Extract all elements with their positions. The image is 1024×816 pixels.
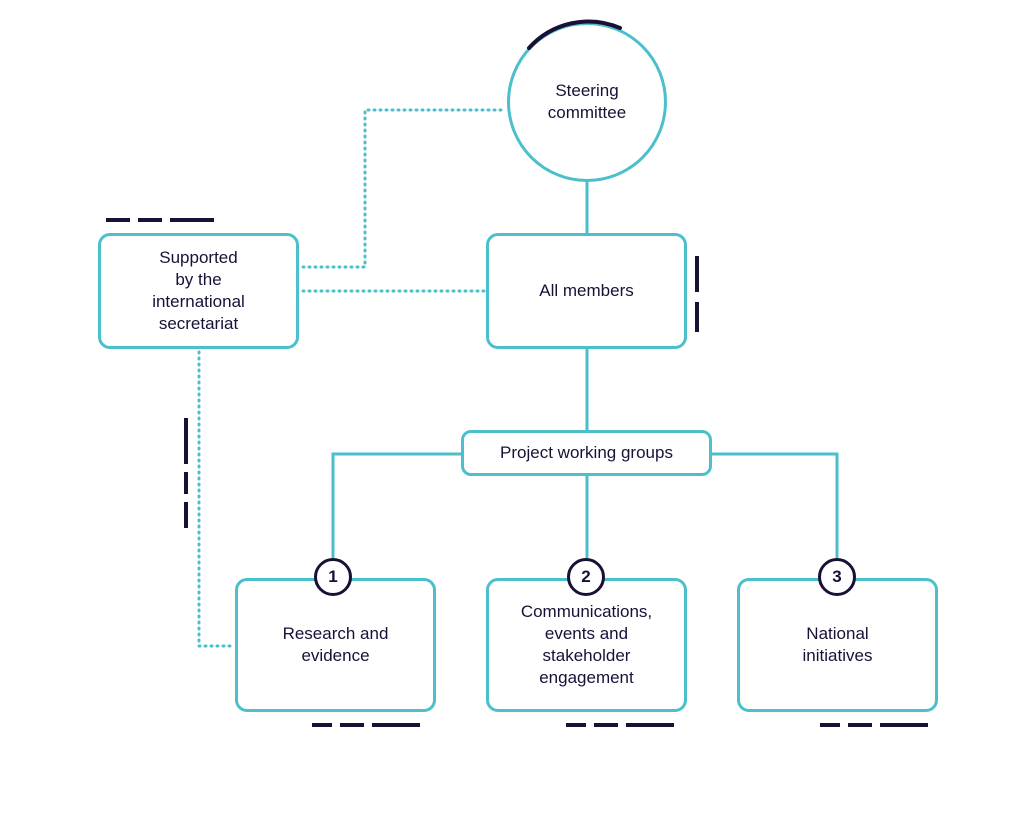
steering-committee-label: Steering committee xyxy=(547,81,627,122)
all-members-label: All members xyxy=(539,281,634,300)
group-box-3: National initiatives xyxy=(737,578,938,712)
group-number-badge-1: 1 xyxy=(314,558,352,596)
steering-committee-circle: Steering committee xyxy=(507,22,667,182)
group-number-3: 3 xyxy=(832,567,842,586)
support-label: Supported by the international secretari… xyxy=(152,248,245,333)
group-number-2: 2 xyxy=(581,567,591,586)
group-label-3: National initiatives xyxy=(802,624,873,665)
support-box: Supported by the international secretari… xyxy=(98,233,299,349)
group-number-badge-2: 2 xyxy=(567,558,605,596)
groups-to-item1-line xyxy=(331,452,462,560)
support-to-steering-dotted xyxy=(301,108,507,269)
group-number-1: 1 xyxy=(328,567,338,586)
working-groups-label: Project working groups xyxy=(500,443,673,462)
group-box-2: Communications, events and stakeholder e… xyxy=(486,578,687,712)
group-number-badge-3: 3 xyxy=(818,558,856,596)
group-label-1: Research and evidence xyxy=(282,624,389,665)
all-members-box: All members xyxy=(486,233,687,349)
support-to-research-dotted xyxy=(197,350,234,648)
groups-to-item3-line xyxy=(711,452,839,560)
group-box-1: Research and evidence xyxy=(235,578,436,712)
group-label-2: Communications, events and stakeholder e… xyxy=(520,602,653,687)
working-groups-pill: Project working groups xyxy=(461,430,712,476)
